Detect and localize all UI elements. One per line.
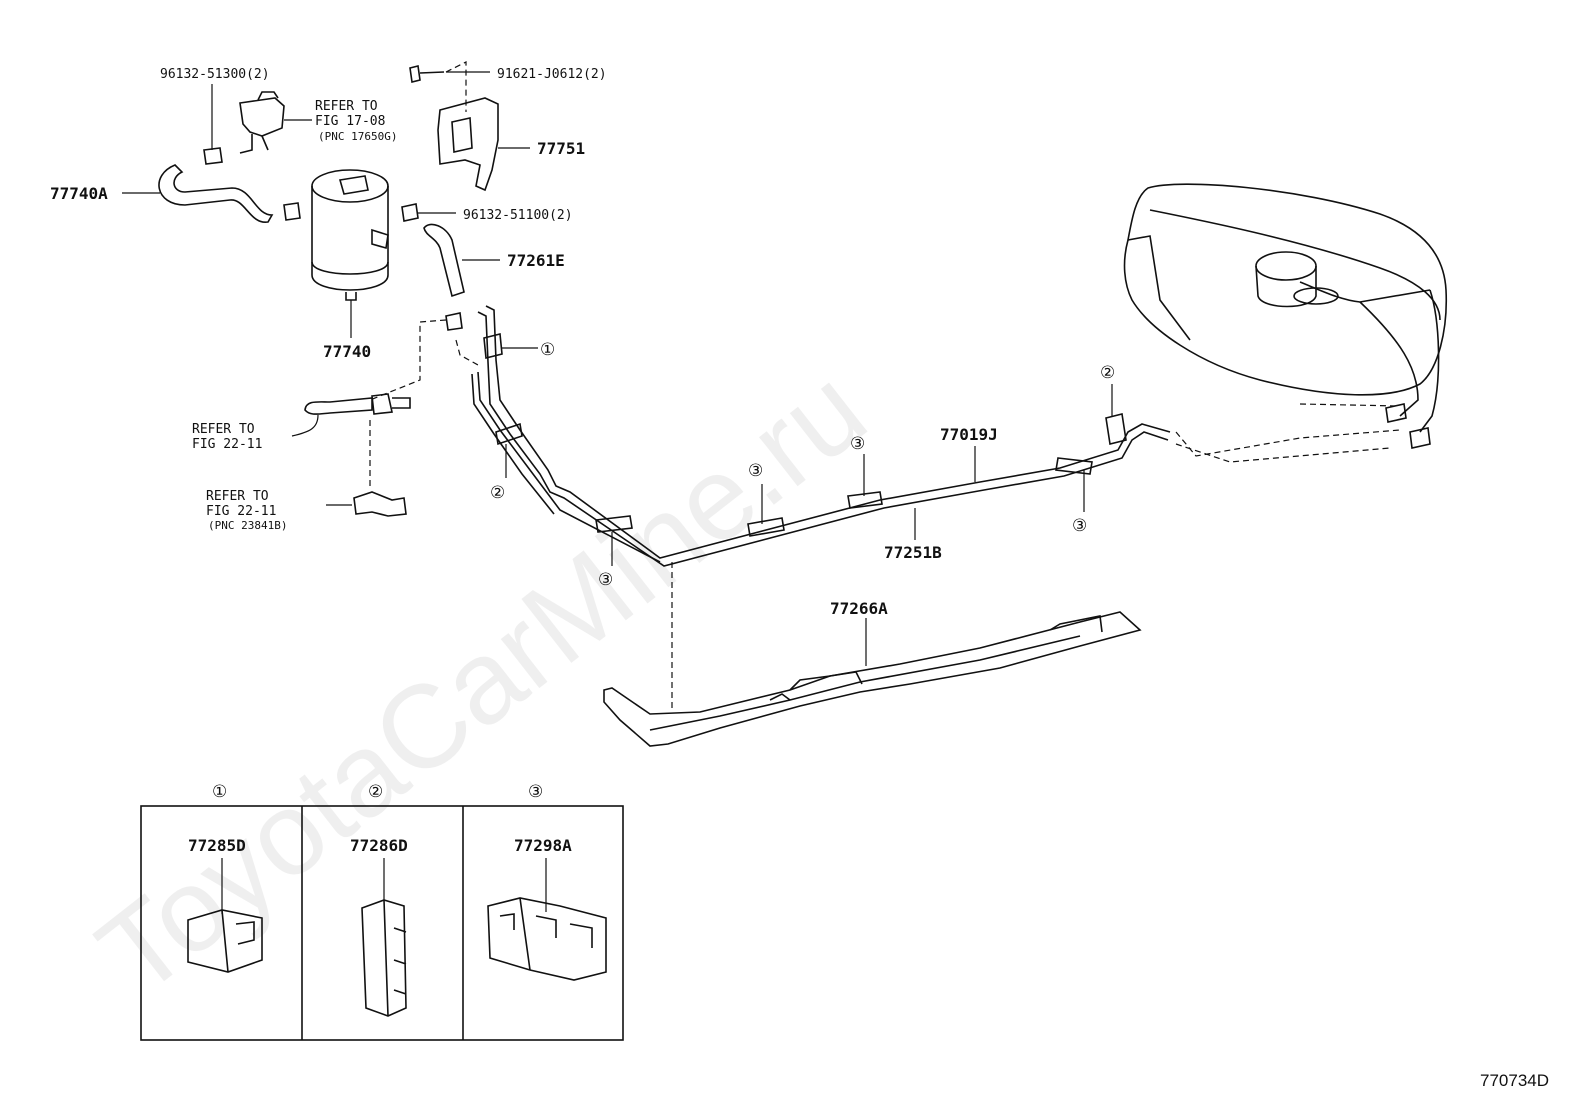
figure-id: 770734D	[1480, 1071, 1549, 1090]
fuel-tank	[1123, 183, 1448, 449]
svg-text:②: ②	[490, 483, 505, 502]
clamp-77298A	[487, 897, 607, 981]
label-96132-51300: 96132-51300(2)	[160, 67, 270, 82]
label-77740A: 77740A	[50, 184, 108, 203]
legend-cell-77298A: ③ 77298A	[487, 782, 607, 981]
legend-part-77286D: 77286D	[350, 836, 408, 855]
clamp-marker-3d: ③	[1072, 470, 1087, 535]
clamp-legend	[140, 805, 624, 1041]
clamp-77285D	[187, 909, 263, 973]
bolt	[409, 65, 445, 83]
label-77251B: 77251B	[884, 543, 942, 562]
legend-cell-77286D: ② 77286D	[350, 782, 408, 1017]
svg-text:①: ①	[540, 340, 555, 359]
label-77751: 77751	[537, 139, 585, 158]
label-77019J: 77019J	[940, 425, 998, 444]
line-clamps	[483, 332, 1127, 537]
fuel-line-77251B	[471, 371, 661, 563]
fuel-hose-ref	[304, 397, 373, 415]
protector-77266A	[603, 611, 1142, 747]
hose-clip-96132-51100	[401, 203, 419, 222]
legend-part-77298A: 77298A	[514, 836, 572, 855]
clamp-marker-3b: ③	[748, 461, 763, 524]
clamp-marker-1: ①	[502, 340, 555, 359]
clamp-23841B	[353, 491, 407, 517]
clamp-marker-3a: ③	[598, 532, 613, 589]
legend-cell-77285D: ① 77285D	[187, 782, 263, 973]
legend-part-77285D: 77285D	[188, 836, 246, 855]
label-77740: 77740	[323, 342, 371, 361]
legend-marker-1: ①	[212, 782, 227, 801]
svg-text:③: ③	[1072, 516, 1087, 535]
label-91621-J0612: 91621-J0612(2)	[497, 67, 607, 82]
legend-marker-2: ②	[368, 782, 383, 801]
line-connector	[445, 312, 463, 331]
label-96132-51100: 96132-51100(2)	[463, 208, 573, 223]
vsv-valve	[239, 91, 285, 154]
hose-77740A	[158, 164, 274, 223]
label-77261E: 77261E	[507, 251, 565, 270]
clamp-marker-3c: ③	[850, 434, 865, 496]
clamp-marker-2a: ②	[490, 444, 507, 502]
svg-text:③: ③	[850, 434, 865, 453]
svg-text:②: ②	[1100, 363, 1115, 382]
hose-77261E	[423, 223, 465, 298]
bracket-77751	[437, 97, 499, 192]
clamp-marker-2b: ②	[1100, 363, 1115, 416]
hose-clip	[283, 202, 301, 221]
svg-text:③: ③	[598, 570, 613, 589]
clamp-77286D	[361, 899, 407, 1017]
hose-clip-small	[203, 147, 223, 165]
legend-marker-3: ③	[528, 782, 543, 801]
label-77266A: 77266A	[830, 599, 888, 618]
svg-text:③: ③	[748, 461, 763, 480]
charcoal-canister	[311, 169, 389, 301]
